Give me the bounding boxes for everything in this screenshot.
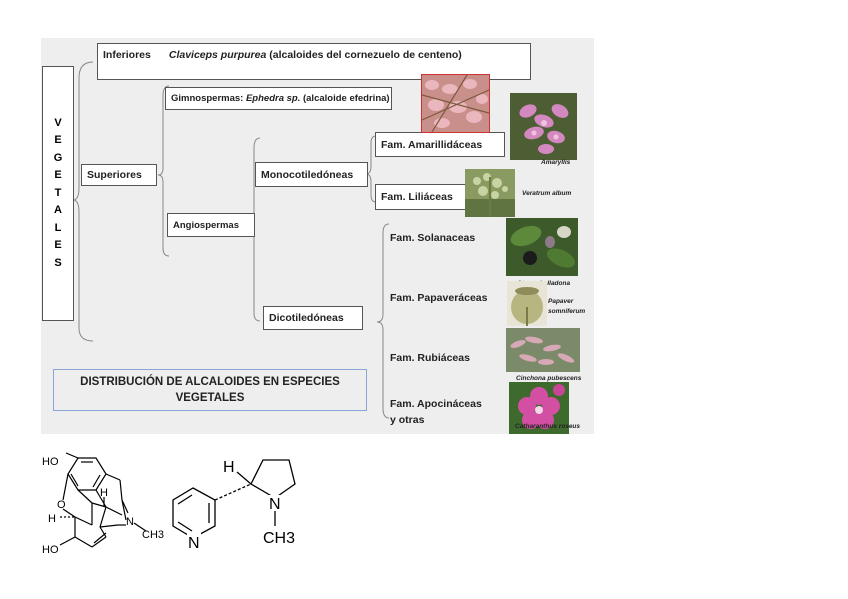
- morphine-h-left: H: [48, 513, 56, 525]
- nicotine-n-ring: N: [188, 535, 200, 552]
- angiospermas-label: Angiospermas: [173, 219, 239, 231]
- catharanthus-photo: [509, 382, 569, 434]
- diagram-panel: VEGETALES Inferiores Claviceps purpurea …: [41, 38, 594, 434]
- monocotiledoneas-box: Monocotiledóneas: [255, 162, 368, 187]
- claviceps-description: (alcaloides del cornezuelo de centeno): [266, 49, 462, 61]
- papaver-caption-2: somniferum: [548, 308, 586, 315]
- atropa-photo: [506, 218, 578, 276]
- angiospermas-box: Angiospermas: [167, 213, 255, 237]
- apocinaceas-label-1: Fam. Apocináceas: [390, 398, 482, 410]
- cinchona-photo: [506, 328, 580, 372]
- ephedra-description: (alcaloide efedrina): [300, 93, 390, 104]
- nicotine-structure: H N N CH3: [172, 459, 296, 552]
- ephedra-name: Ephedra sp.: [245, 93, 301, 104]
- gimnospermas-label: Gimnospermas:: [171, 93, 246, 104]
- nicotine-n-pyrrolidine: N: [269, 496, 281, 513]
- amarillidaceas-box: Fam. Amarillidáceas: [375, 132, 505, 157]
- diagram-title-box: DISTRIBUCIÓN DE ALCALOIDES EN ESPECIES V…: [53, 369, 367, 411]
- inferiores-box: Inferiores Claviceps purpurea (alcaloide…: [97, 43, 531, 80]
- amaryllis-photo: [510, 93, 577, 160]
- veratrum-photo: [465, 169, 515, 217]
- morphine-n: N: [126, 516, 134, 528]
- title-line-2: VEGETALES: [175, 392, 245, 404]
- morphine-ho-bottom: HO: [42, 544, 59, 556]
- superiores-label: Superiores: [87, 169, 142, 181]
- morphine-ch3: CH3: [142, 529, 164, 541]
- nicotine-ch3: CH3: [263, 530, 295, 547]
- morphine-h-center: H: [100, 487, 108, 499]
- cinchona-caption: Cinchona pubescens: [516, 375, 582, 382]
- papaver-photo: [507, 281, 547, 326]
- gimnospermas-box: Gimnospermas: Ephedra sp. (alcaloide efe…: [165, 87, 392, 110]
- morphine-ho-top: HO: [42, 456, 59, 468]
- superiores-box: Superiores: [81, 164, 157, 186]
- claviceps-name: Claviceps purpurea: [168, 49, 267, 61]
- inferiores-label: Inferiores: [103, 49, 151, 61]
- papaver-caption-1: Papaver: [548, 298, 574, 305]
- ephedra-photo: [421, 74, 490, 133]
- liliaceas-box: Fam. Liliáceas: [375, 184, 467, 210]
- title-line-1: DISTRIBUCIÓN DE ALCALOIDES EN ESPECIES: [80, 376, 340, 388]
- vegetales-label: VEGETALES: [42, 66, 74, 321]
- apocinaceas-label-2: y otras: [390, 414, 425, 426]
- amaryllis-caption: Amaryllis: [541, 159, 571, 166]
- amarillidaceas-label: Fam. Amarillidáceas: [381, 138, 483, 151]
- veratrum-caption: Veratrum album: [522, 190, 572, 197]
- dicotiledoneas-box: Dicotiledóneas: [263, 306, 363, 330]
- rubiaceas-label: Fam. Rubiáceas: [390, 352, 470, 364]
- liliaceas-label: Fam. Liliáceas: [381, 191, 453, 203]
- solanaceas-label: Fam. Solanaceas: [390, 232, 476, 244]
- morphine-structure: HO O H H N CH3 HO: [42, 452, 164, 556]
- catharanthus-caption: Catharanthus roseus: [515, 423, 581, 430]
- monocotiledoneas-label: Monocotiledóneas: [261, 168, 354, 181]
- dicotiledoneas-label: Dicotiledóneas: [269, 312, 344, 324]
- papaveraceas-label: Fam. Papaveráceas: [390, 292, 488, 304]
- vegetales-text: VEGETALES: [53, 116, 63, 269]
- nicotine-h: H: [223, 459, 235, 476]
- morphine-o: O: [57, 499, 66, 511]
